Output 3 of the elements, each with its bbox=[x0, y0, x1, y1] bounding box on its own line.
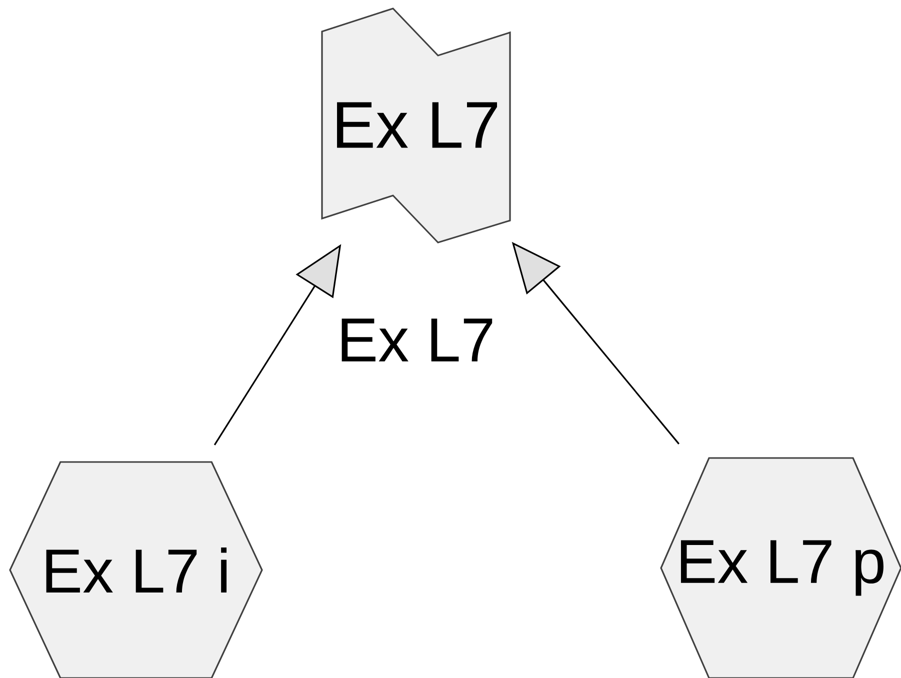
text-label: Ex L7 bbox=[342, 318, 492, 362]
hexagon-node: Ex L7 i bbox=[9, 461, 263, 678]
hexagon-node: Ex L7 p bbox=[660, 457, 901, 678]
